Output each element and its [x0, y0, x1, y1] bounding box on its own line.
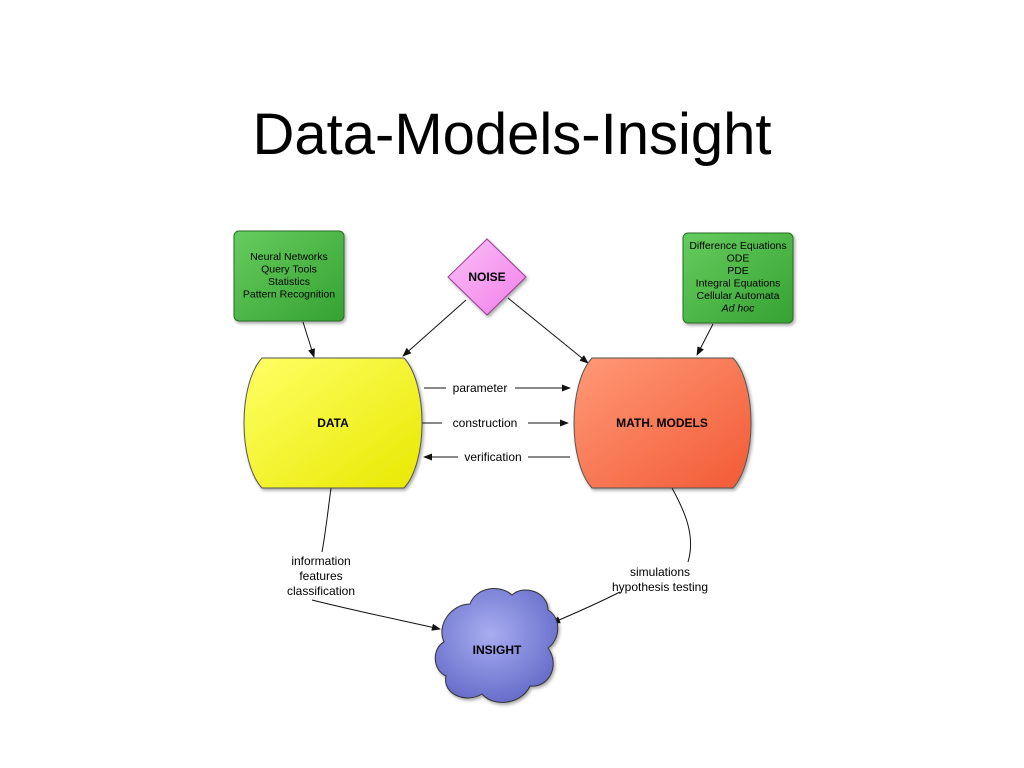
- edge-label-data-insight-line: features: [299, 569, 342, 583]
- edge-labels: parameter construction verification info…: [287, 381, 708, 598]
- data-node: DATA: [243, 357, 423, 489]
- edge-data-to-insight-a: [321, 487, 332, 553]
- method-right-line: PDE: [727, 265, 749, 277]
- edge-label-models-insight-line: hypothesis testing: [612, 580, 708, 594]
- edge-rightbox-to-models: [696, 323, 714, 356]
- edge-noise-to-data: [402, 299, 467, 357]
- method-box-right: Difference Equations ODE PDE Integral Eq…: [682, 232, 794, 324]
- edge-label-data-insight-line: information: [291, 554, 350, 568]
- edge-data-to-insight-b: [311, 599, 441, 631]
- edge-label-models-insight-line: simulations: [630, 565, 690, 579]
- edge-leftbox-to-data: [302, 321, 316, 358]
- method-right-line: Integral Equations: [696, 278, 781, 290]
- edge-label-data-insight-line: classification: [287, 584, 355, 598]
- method-right-line: Difference Equations: [689, 240, 786, 252]
- connectors: [302, 297, 714, 631]
- method-right-italic-line: Ad hoc: [721, 303, 755, 315]
- method-left-line: Pattern Recognition: [243, 289, 335, 301]
- insight-node: INSIGHT: [434, 588, 559, 703]
- edge-label-construction: construction: [453, 416, 518, 430]
- noise-label: NOISE: [468, 270, 505, 284]
- models-label: MATH. MODELS: [616, 416, 708, 430]
- edge-label-parameter: parameter: [453, 381, 508, 395]
- edge-label-verification: verification: [464, 450, 521, 464]
- edge-noise-to-models: [507, 297, 589, 364]
- models-node: MATH. MODELS: [573, 357, 752, 489]
- method-box-left: Neural Networks Query Tools Statistics P…: [233, 230, 345, 322]
- insight-label: INSIGHT: [473, 643, 522, 657]
- method-left-line: Neural Networks: [250, 251, 328, 263]
- edge-models-to-insight-b: [551, 591, 621, 624]
- method-left-line: Statistics: [268, 276, 310, 288]
- data-label: DATA: [317, 416, 349, 430]
- method-right-line: Cellular Automata: [697, 290, 780, 302]
- edge-models-to-insight-a: [671, 487, 692, 563]
- method-left-line: Query Tools: [261, 264, 317, 276]
- noise-node: NOISE: [447, 238, 527, 316]
- method-right-line: ODE: [727, 253, 750, 265]
- slide-title: Data-Models-Insight: [252, 102, 772, 167]
